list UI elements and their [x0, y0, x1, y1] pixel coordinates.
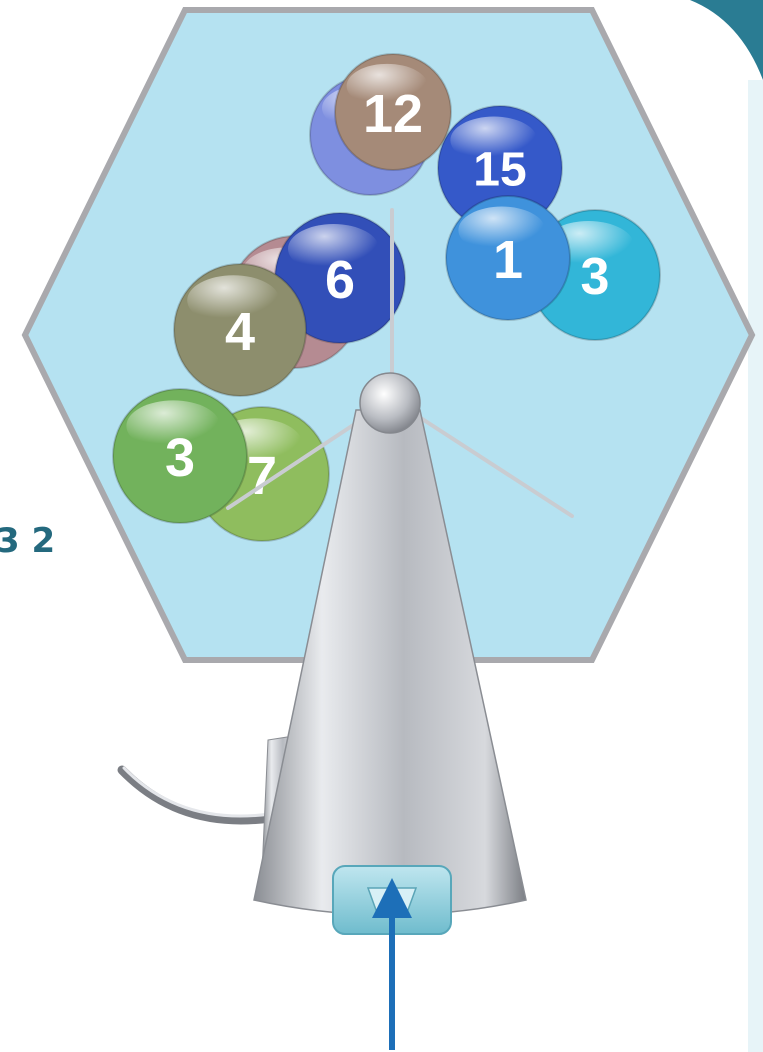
lottery-ball-number: 3 — [165, 428, 195, 488]
lottery-ball-number: 3 — [581, 248, 610, 306]
lottery-ball: 3 — [113, 389, 247, 523]
lottery-ball-number: 1 — [493, 230, 523, 290]
center-hub — [360, 373, 420, 433]
lottery-ball-number: 6 — [325, 250, 355, 310]
lottery-ball: 4 — [174, 264, 306, 396]
lottery-ball-number: 15 — [473, 144, 526, 197]
lottery-ball: 12 — [335, 54, 451, 170]
side-label: 3 2 — [0, 521, 55, 561]
side-pipe — [122, 770, 270, 820]
lottery-ball-number: 4 — [225, 302, 255, 362]
lottery-ball-number: 12 — [363, 84, 423, 144]
right-edge-decoration — [690, 0, 763, 80]
lottery-ball-number: 7 — [247, 446, 277, 506]
right-edge-strip — [748, 80, 763, 1052]
lottery-ball: 1 — [446, 196, 570, 320]
